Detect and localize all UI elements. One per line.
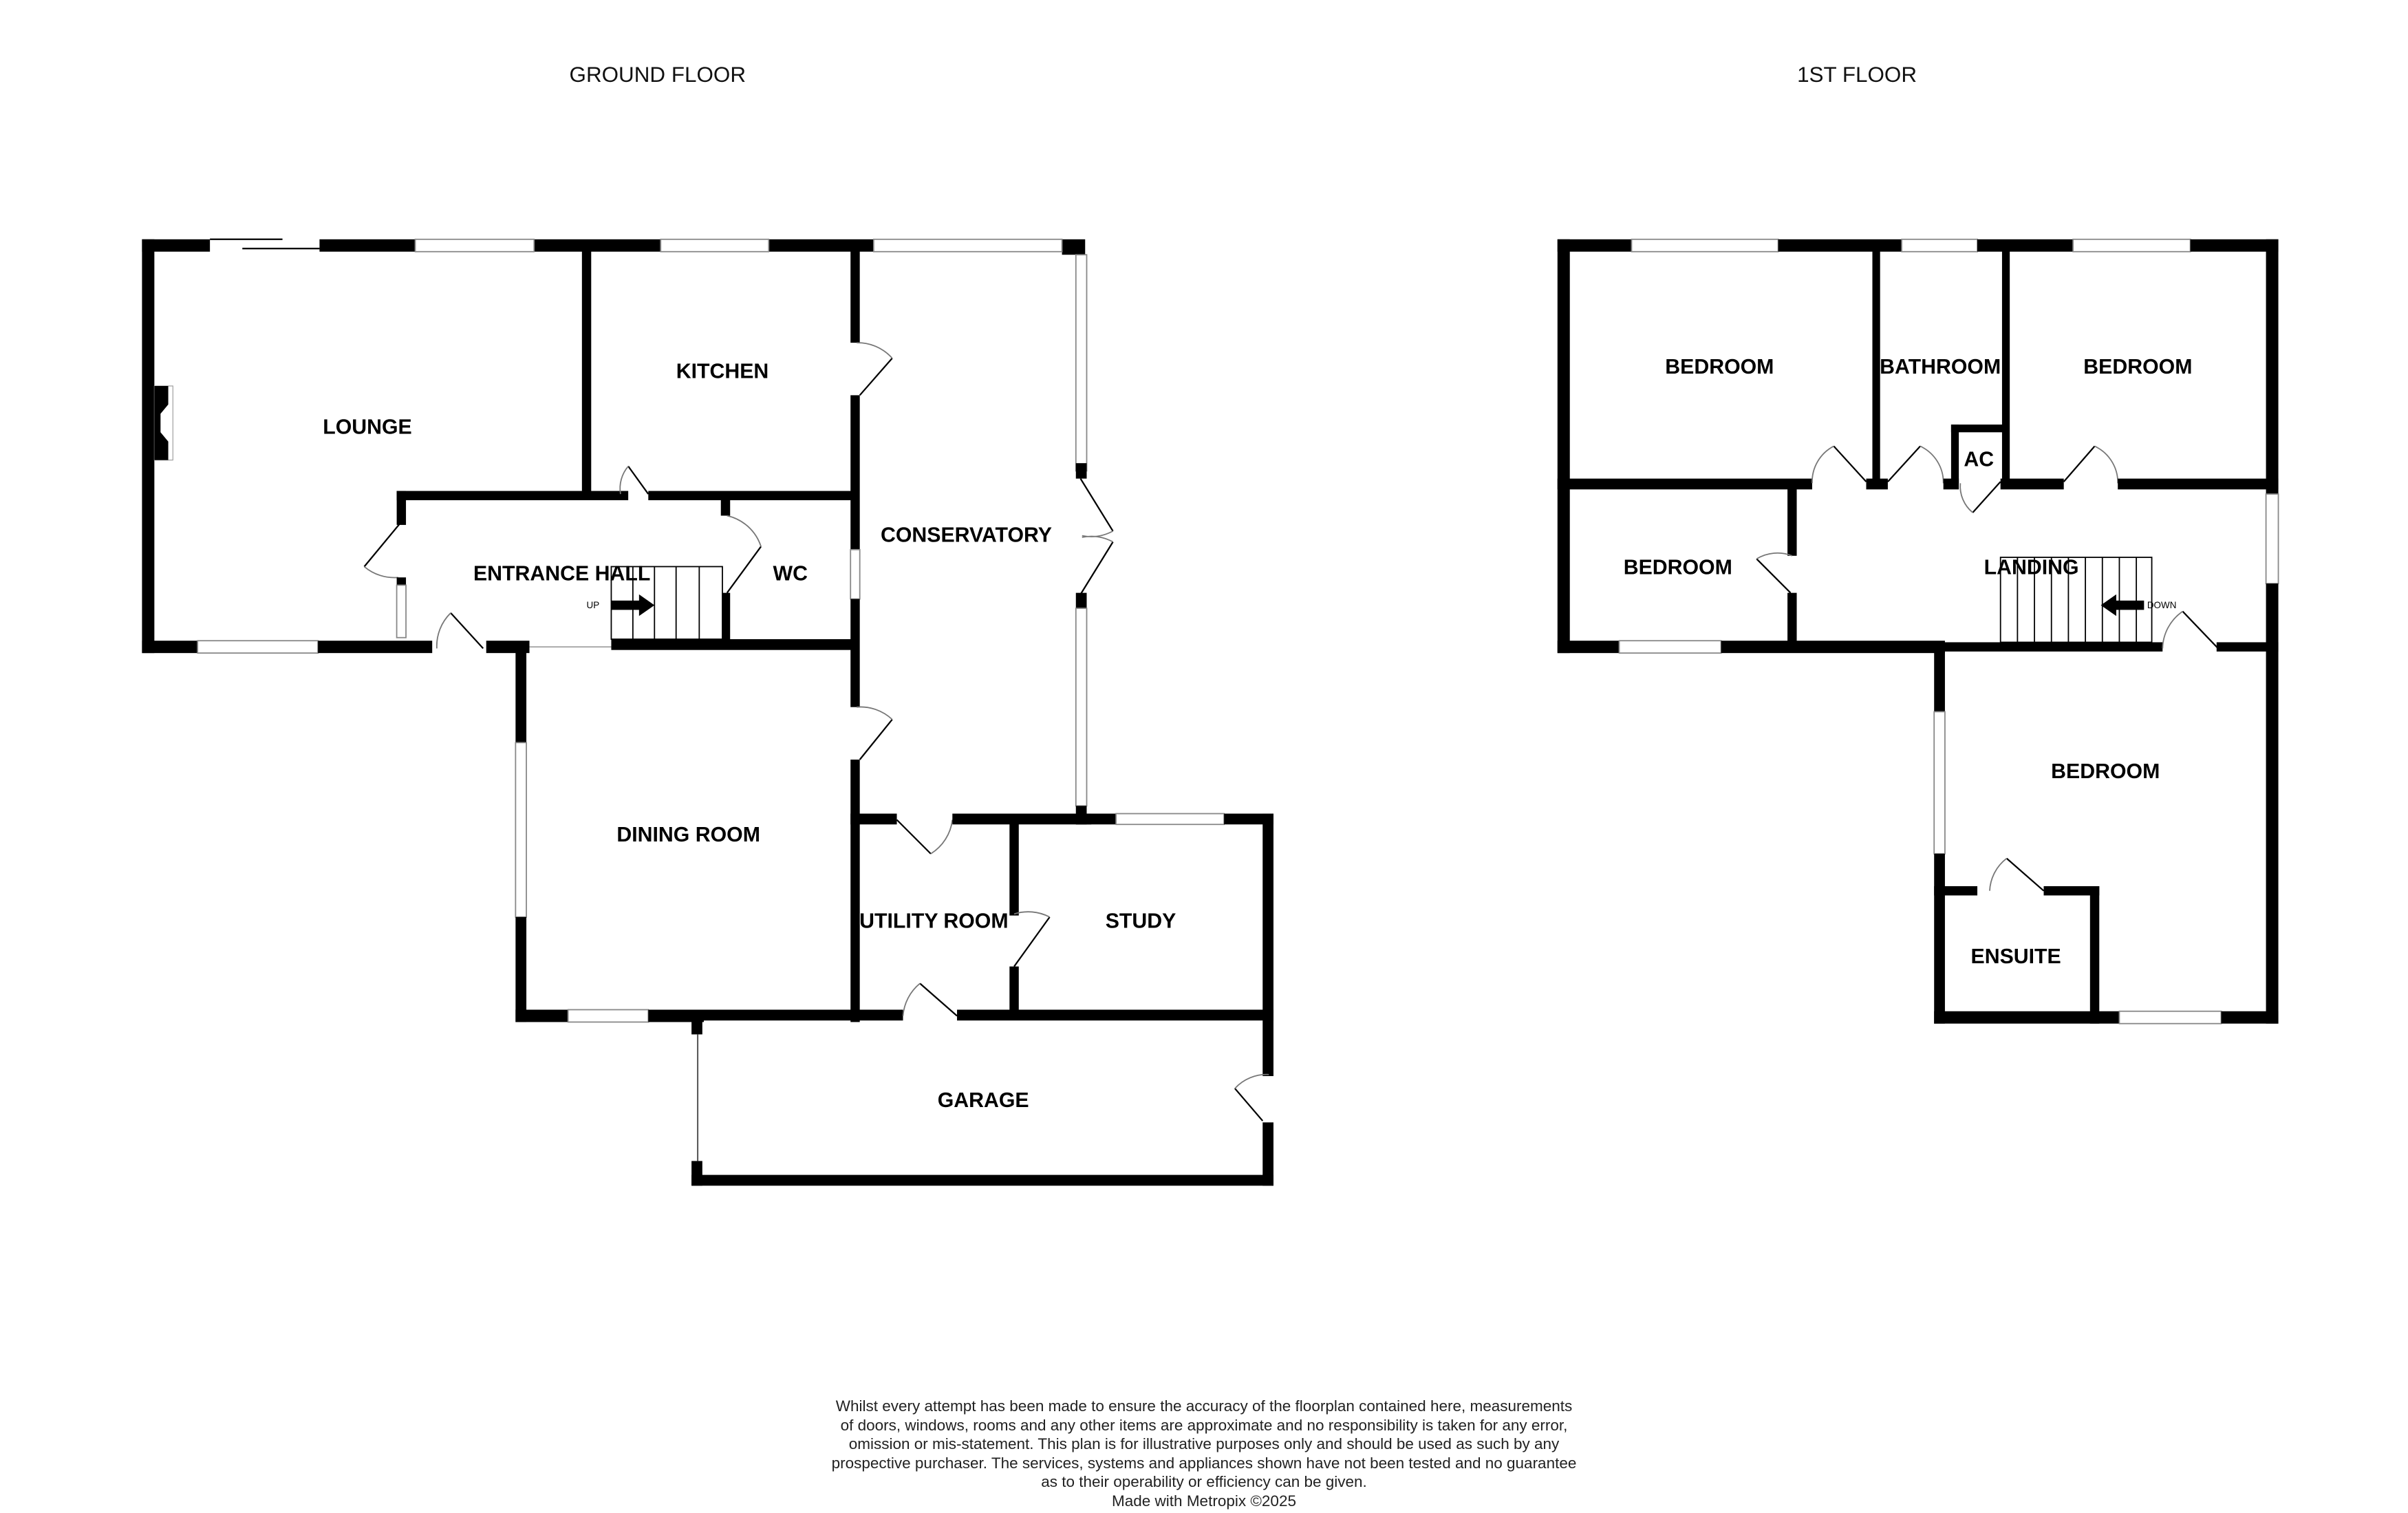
stairs-down-label: DOWN (2147, 600, 2177, 610)
disclaimer-line: prospective purchaser. The services, sys… (831, 1454, 1577, 1472)
first-floor-plan: DOWN (1557, 238, 2279, 1024)
window (660, 238, 770, 253)
room-label-dining-room: DINING ROOM (616, 824, 760, 846)
room-label-bedroom-3: BEDROOM (1624, 557, 1732, 579)
room-label-bedroom-2: BEDROOM (2083, 356, 2192, 378)
window (872, 238, 1063, 253)
disclaimer-line: Whilst every attempt has been made to en… (835, 1397, 1573, 1415)
window (1901, 238, 1978, 253)
window (396, 584, 407, 639)
arrow-left-icon (2100, 594, 2144, 616)
room-label-conservatory: CONSERVATORY (881, 524, 1052, 547)
window (1933, 711, 1946, 855)
metropix-credit: Made with Metropix ©2025 (1112, 1492, 1296, 1510)
room-label-kitchen: KITCHEN (676, 361, 769, 383)
room-label-lounge: LOUNGE (323, 416, 412, 439)
room-label-landing: LANDING (1984, 557, 2079, 579)
window (850, 548, 861, 600)
window (2072, 238, 2191, 253)
room-label-bedroom-1: BEDROOM (1665, 356, 1774, 378)
room-label-wc: WC (773, 563, 808, 586)
room-label-study: STUDY (1106, 910, 1176, 933)
window (414, 238, 535, 253)
window (2265, 493, 2279, 585)
stairs-up-label: UP (587, 600, 600, 610)
window (197, 640, 319, 654)
room-label-entrance-hall: ENTRANCE HALL (473, 563, 650, 586)
room-label-ensuite: ENSUITE (1971, 945, 2061, 968)
room-label-garage: GARAGE (938, 1089, 1029, 1112)
ground-floor-plan: UP (142, 238, 1273, 1186)
disclaimer-line: as to their operability or efficiency ca… (1041, 1473, 1367, 1490)
window (2118, 1010, 2222, 1024)
first-floor-title: 1ST FLOOR (1797, 63, 1917, 87)
arrow-right-icon (611, 594, 655, 616)
window (567, 1009, 649, 1023)
ground-floor-title: GROUND FLOOR (570, 63, 746, 87)
window (1115, 813, 1225, 826)
window (1631, 238, 1779, 253)
disclaimer-line: of doors, windows, rooms and any other i… (840, 1416, 1568, 1434)
room-label-bathroom: BATHROOM (1880, 356, 2001, 378)
window (1618, 640, 1722, 654)
window (515, 742, 527, 918)
window (1075, 254, 1088, 472)
window (1075, 608, 1088, 807)
staircase-down (1999, 557, 2153, 643)
staircase-up (610, 566, 723, 640)
disclaimer: Whilst every attempt has been made to en… (757, 1397, 1651, 1510)
room-label-bedroom-4: BEDROOM (2051, 760, 2160, 783)
room-label-utility-room: UTILITY ROOM (859, 910, 1008, 933)
room-label-ac: AC (1964, 449, 1994, 471)
disclaimer-line: omission or mis-statement. This plan is … (848, 1435, 1560, 1452)
